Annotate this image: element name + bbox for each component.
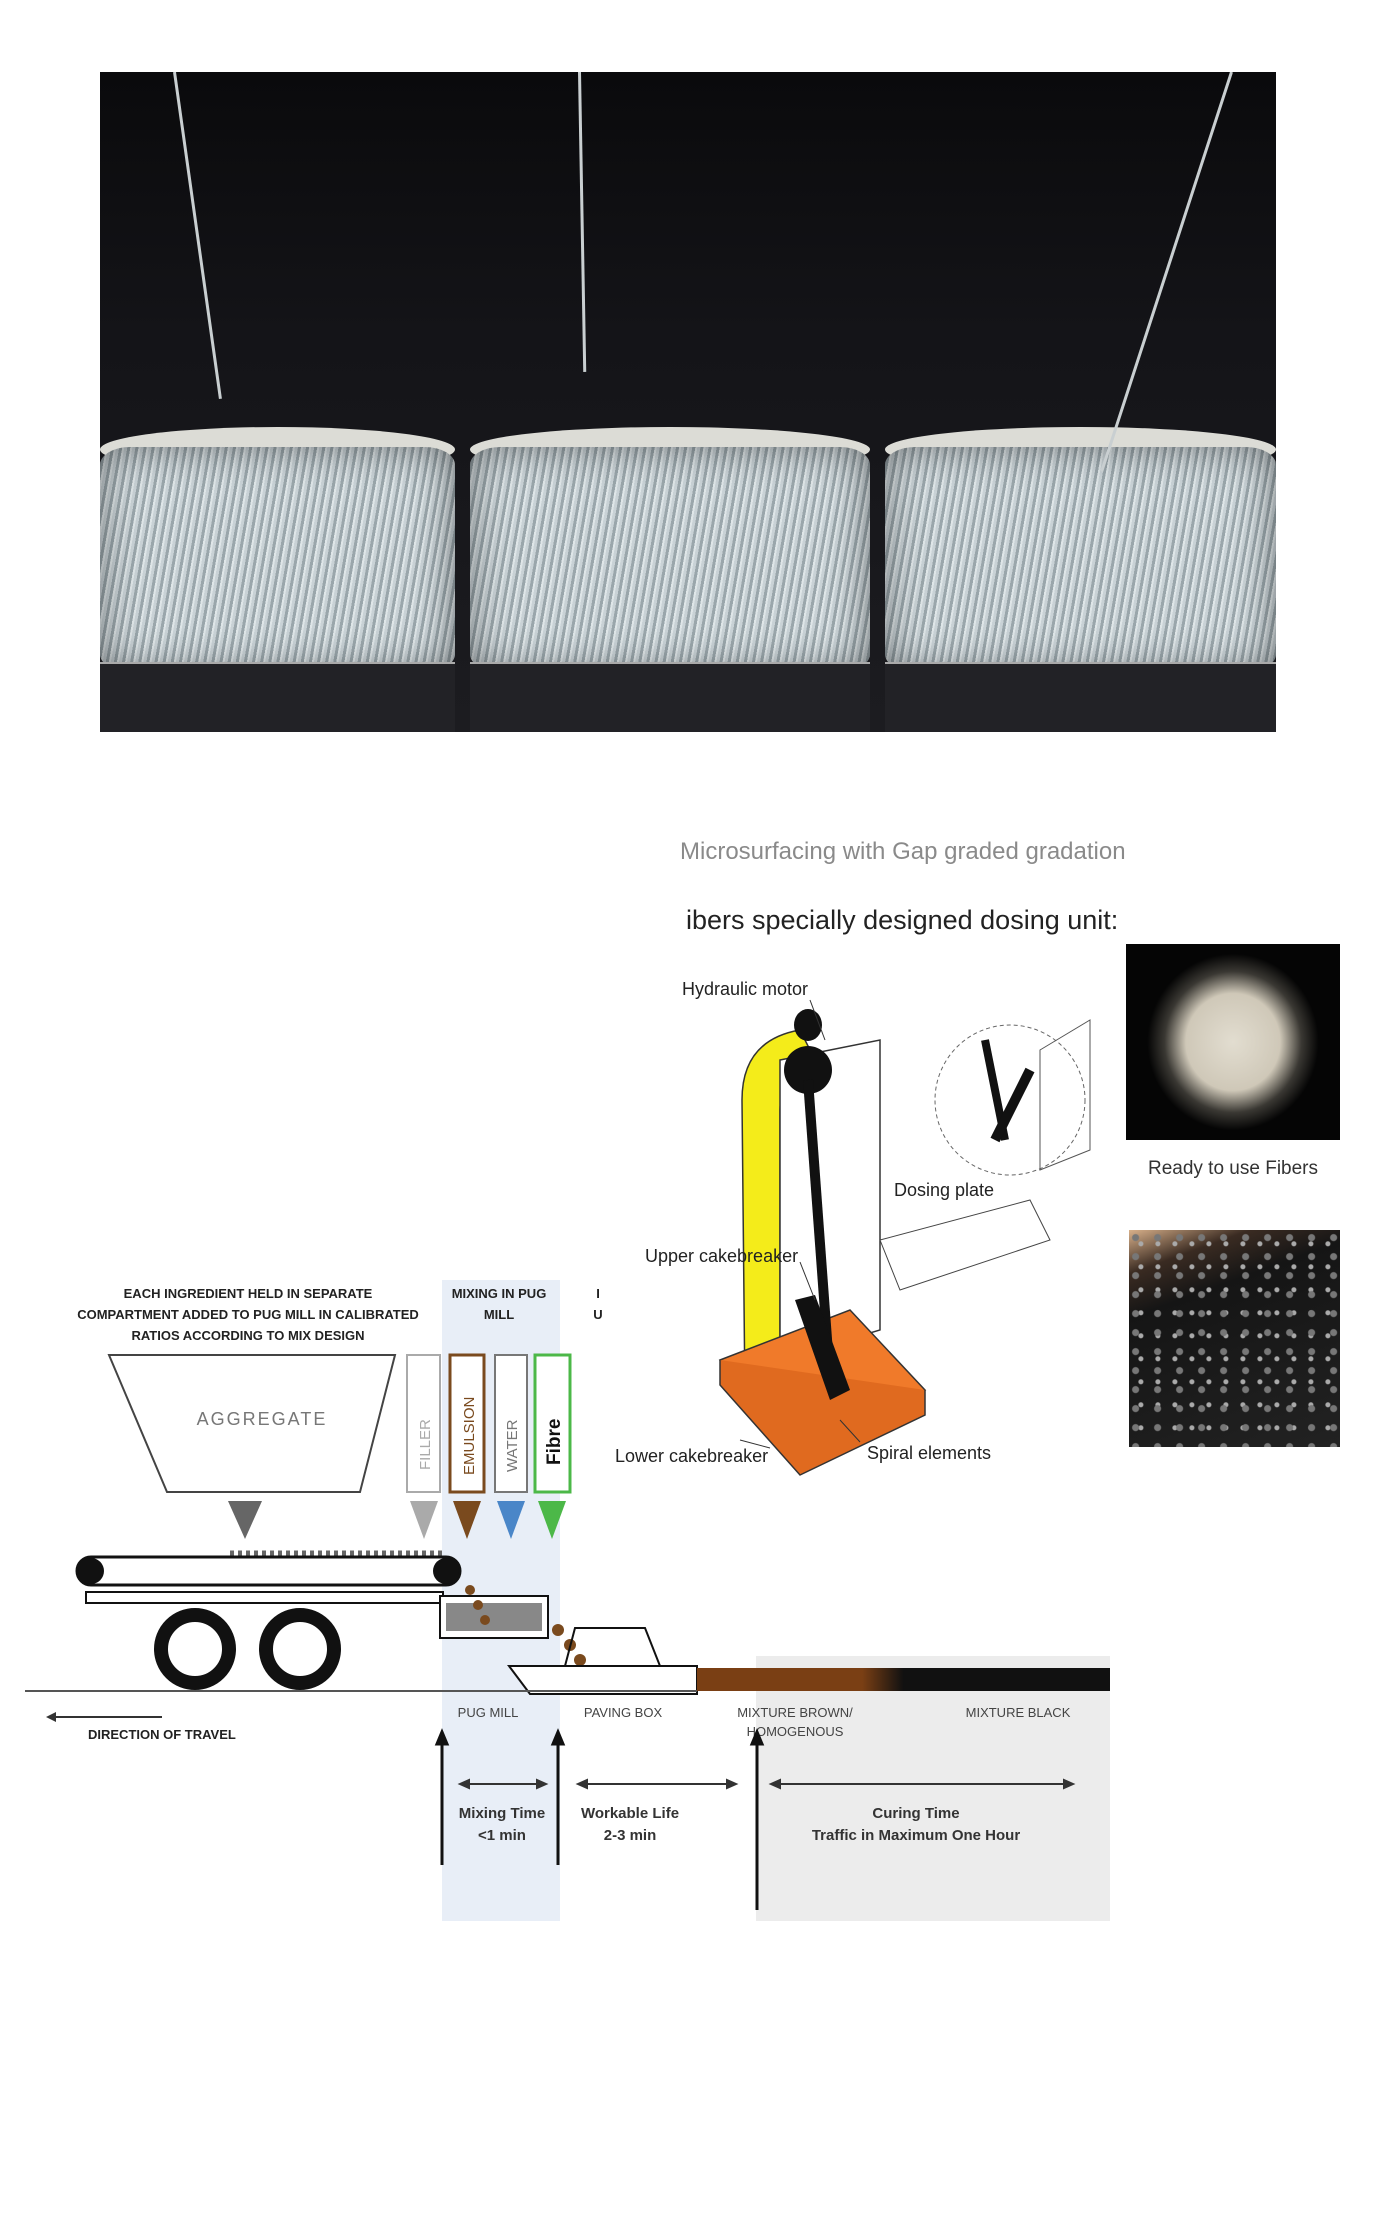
- label-hydraulic-motor: Hydraulic motor: [682, 979, 808, 999]
- truncated-text: I: [596, 1286, 600, 1301]
- timing-markers: [434, 1728, 765, 1910]
- wheel: [259, 1608, 341, 1690]
- fibre-label: Fibre: [544, 1419, 565, 1465]
- spool: [100, 372, 455, 732]
- emulsion-feed-arrow: [453, 1501, 481, 1539]
- paving-box: [507, 1665, 698, 1695]
- fibers-photo: [1126, 944, 1340, 1140]
- dosing-unit-drawing: [718, 999, 1091, 1476]
- station-mixture-brown: HOMOGENOUS: [747, 1724, 844, 1739]
- mixing-heading: MILL: [484, 1307, 514, 1322]
- aggregate-label: AGGREGATE: [197, 1409, 328, 1429]
- fibers-caption: Ready to use Fibers: [1147, 1158, 1319, 1179]
- station-mixture-brown: MIXTURE BROWN/: [737, 1705, 853, 1720]
- curing-band: [756, 1656, 1110, 1921]
- mixing-heading: MIXING IN PUG: [452, 1286, 547, 1301]
- label-dosing-plate: Dosing plate: [894, 1180, 994, 1200]
- asphalt-mixture-photo: [1129, 1230, 1340, 1447]
- section-title: Microsurfacing with Gap graded gradation: [680, 838, 1126, 865]
- aggregate-feed-arrow: [228, 1501, 262, 1539]
- fibre-feed-arrow: [538, 1501, 566, 1539]
- duration-arrows: [457, 1778, 1076, 1790]
- heading-line: COMPARTMENT ADDED TO PUG MILL IN CALIBRA…: [77, 1307, 419, 1322]
- spool: [885, 372, 1276, 732]
- water-feed-arrow: [497, 1501, 525, 1539]
- emulsion-label: EMULSION: [461, 1397, 478, 1475]
- emulsion-compartment: [448, 1353, 486, 1494]
- water-label: WATER: [504, 1419, 521, 1472]
- truck-chassis: [85, 1591, 444, 1604]
- label-spiral-elements: Spiral elements: [867, 1443, 991, 1463]
- laid-mixture-strip: [697, 1668, 1110, 1691]
- workable-life-value: 2-3 min: [604, 1827, 657, 1844]
- curing-time-label: Curing Time: [872, 1805, 959, 1822]
- filler-label: FILLER: [417, 1419, 434, 1470]
- aggregate-hopper: [107, 1354, 397, 1493]
- wheel: [154, 1608, 236, 1690]
- truncated-text: U: [593, 1307, 602, 1322]
- heading-line: EACH INGREDIENT HELD IN SEPARATE: [124, 1286, 373, 1301]
- conveyor-belt: [75, 1555, 462, 1587]
- heading-line: RATIOS ACCORDING TO MIX DESIGN: [131, 1328, 364, 1343]
- direction-arrow: [46, 1712, 162, 1722]
- filler-compartment: [406, 1354, 441, 1493]
- station-pug-mill: PUG MILL: [458, 1705, 519, 1720]
- label-lower-cakebreaker: Lower cakebreaker: [615, 1446, 768, 1466]
- water-compartment: [494, 1354, 528, 1493]
- curing-time-value: Traffic in Maximum One Hour: [812, 1827, 1021, 1844]
- station-mixture-black: MIXTURE BLACK: [966, 1705, 1071, 1720]
- pug-mill-auger: [446, 1603, 542, 1631]
- fibre-compartment: [533, 1353, 572, 1494]
- workable-life-label: Workable Life: [581, 1805, 679, 1822]
- station-paving-box: PAVING BOX: [584, 1705, 663, 1720]
- filler-feed-arrow: [410, 1501, 438, 1539]
- fibre-spools-photo: [100, 72, 1276, 732]
- section-subtitle: ibers specially designed dosing unit:: [686, 905, 1119, 935]
- spool: [470, 372, 870, 732]
- mixing-time-label: Mixing Time: [459, 1805, 545, 1822]
- label-upper-cakebreaker: Upper cakebreaker: [645, 1246, 798, 1266]
- direction-of-travel: DIRECTION OF TRAVEL: [88, 1727, 236, 1742]
- mixing-time-value: <1 min: [478, 1827, 526, 1844]
